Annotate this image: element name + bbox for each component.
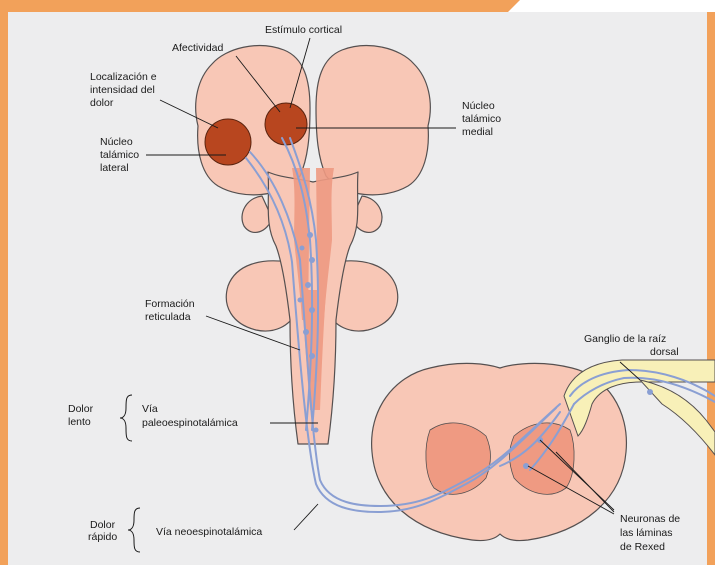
label-nucleo-lateral-3: lateral [100,162,129,174]
label-localizacion-3: dolor [90,97,114,109]
label-neuronas-3: de Rexed [620,541,665,553]
label-nucleo-medial-2: talámico [462,113,501,125]
label-ganglio-1: Ganglio de la raíz [584,333,666,345]
label-formacion-2: reticulada [145,311,191,323]
label-nucleo-lateral-1: Núcleo [100,136,133,148]
label-via-neo: Vía neoespinotalámica [156,526,262,538]
label-localizacion-2: intensidad del [90,84,155,96]
label-nucleo-medial-3: medial [462,126,493,138]
label-afectividad: Afectividad [172,42,224,54]
label-ganglio-2: dorsal [650,346,679,358]
label-via-paleo-2: paleoespinotalámica [142,417,238,429]
label-dolor-rapido-1: Dolor [90,519,116,531]
label-localizacion-1: Localización e [90,71,157,83]
label-nucleo-lateral-2: talámico [100,149,139,161]
label-neuronas-2: las láminas [620,527,673,539]
label-nucleo-medial-1: Núcleo [462,100,495,112]
label-formacion-1: Formación [145,298,195,310]
label-neuronas-1: Neuronas de [620,513,680,525]
label-dolor-lento-2: lento [68,416,91,428]
white-corner [508,0,715,12]
label-dolor-rapido-2: rápido [88,531,117,543]
label-via-paleo-1: Vía [142,403,158,415]
nucleus-lateral [205,119,251,165]
label-dolor-lento-1: Dolor [68,403,94,415]
nucleus-medial [265,103,307,145]
label-estimulo-cortical: Estímulo cortical [265,24,342,36]
